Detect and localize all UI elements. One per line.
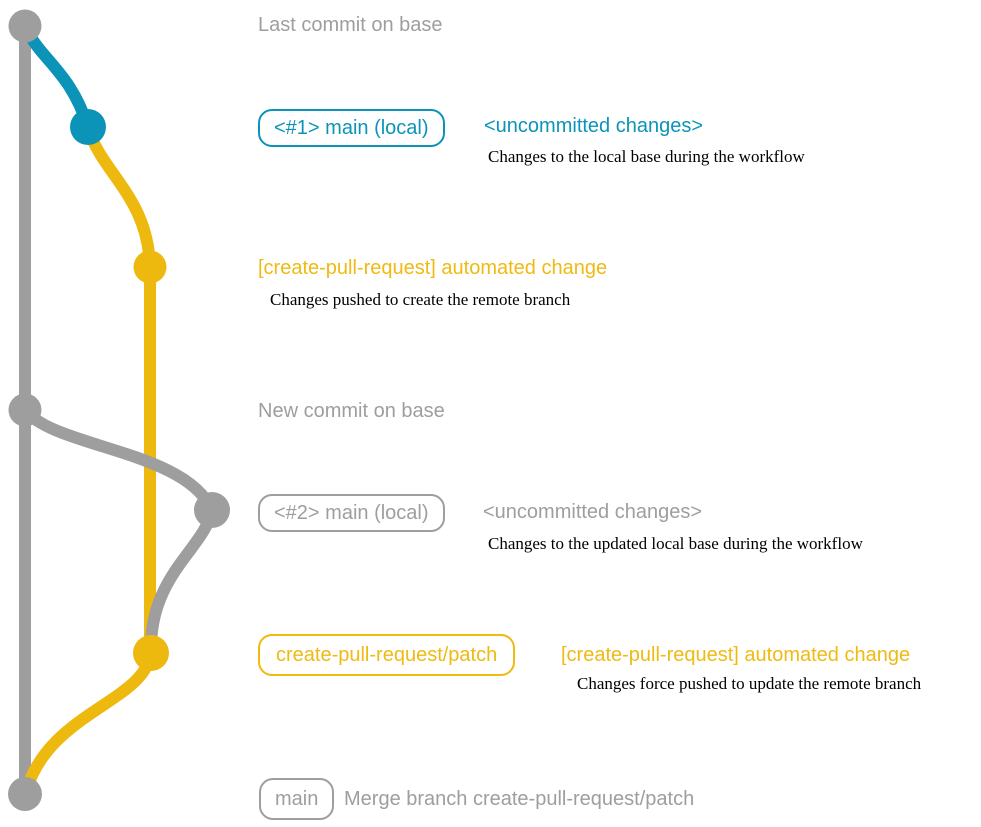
updated-local-branch-curve <box>19 404 218 516</box>
label-new-commit-on-base: New commit on base <box>258 400 445 422</box>
headline-automated-change-1: [create-pull-request] automated change <box>258 257 608 279</box>
headline-uncommitted-changes-1: <uncommitted changes> <box>484 115 704 137</box>
branch-badge-main-local-2: <#2> main (local) <box>258 494 445 532</box>
label-last-commit-on-base: Last commit on base <box>258 14 443 36</box>
patch-branch-out-curve <box>82 121 156 273</box>
commit-dot-merge-commit <box>8 777 42 811</box>
commit-dot-automated-change-1 <box>133 250 167 284</box>
commit-dot-new-commit-on-base <box>8 393 42 427</box>
commit-dot-main-local-2 <box>194 492 230 528</box>
caption-updated-local-base-changes: Changes to the updated local base during… <box>488 534 863 553</box>
caption-force-push-update-remote-branch: Changes force pushed to update the remot… <box>577 674 922 693</box>
branch-badge-main-local-1: <#1> main (local) <box>258 109 445 147</box>
updated-local-merge-curve <box>145 504 218 654</box>
branch-badge-main: main <box>259 778 335 820</box>
caption-local-base-changes: Changes to the local base during the wor… <box>488 147 805 166</box>
headline-automated-change-2: [create-pull-request] automated change <box>561 644 911 666</box>
branch-badge-create-pull-request-patch: create-pull-request/patch <box>258 634 516 676</box>
patch-merge-curve <box>20 646 157 798</box>
commit-dot-last-commit-on-base <box>8 9 42 43</box>
commit-dot-main-local-1 <box>70 109 106 145</box>
headline-merge-branch: Merge branch create-pull-request/patch <box>344 788 695 810</box>
commit-dot-automated-change-2 <box>133 635 169 671</box>
caption-push-create-remote-branch: Changes pushed to create the remote bran… <box>270 290 571 309</box>
headline-uncommitted-changes-2: <uncommitted changes> <box>483 501 703 523</box>
